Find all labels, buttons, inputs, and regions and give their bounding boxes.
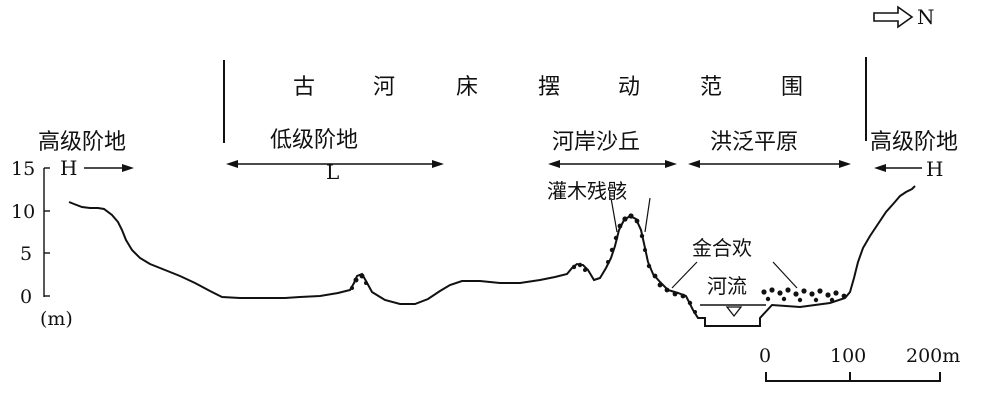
albizia-label: 金合欢 <box>692 236 752 260</box>
range-title-char: 摆 <box>538 75 560 100</box>
mound-vegetation <box>350 262 587 290</box>
shrub-remains-cluster <box>606 213 697 314</box>
albizia-shrubs <box>761 287 847 303</box>
right-high-marker: H <box>926 157 943 181</box>
scale-label: 100 <box>830 345 866 367</box>
shrub-remains-label: 灌木残骸 <box>547 179 627 203</box>
left-high-marker: H <box>60 156 77 180</box>
range-title-char: 河 <box>373 75 395 100</box>
right-high-terrace-label: 高级阶地 <box>870 130 958 155</box>
north-arrow-icon <box>873 5 914 29</box>
terrain-profile-line <box>68 185 916 327</box>
river-label: 河流 <box>707 274 747 298</box>
range-title-char: 范 <box>700 75 722 100</box>
y-tick-label: 0 <box>20 286 32 308</box>
left-high-terrace-label: 高级阶地 <box>38 130 126 155</box>
low-terrace-label: 低级阶地 <box>270 128 358 153</box>
y-tick-label: 15 <box>11 158 35 180</box>
albizia-leader-line <box>772 261 798 289</box>
y-tick-label: 5 <box>20 243 32 265</box>
dune-label: 河岸沙丘 <box>552 130 640 155</box>
low-marker: L <box>326 160 339 184</box>
scale-bar <box>765 372 941 382</box>
y-axis-unit: (m) <box>40 308 73 330</box>
range-title-char: 古 <box>293 75 315 100</box>
range-title-char: 动 <box>618 75 640 100</box>
scale-label: 200m <box>906 345 960 367</box>
water-level-icon <box>725 306 743 318</box>
north-label: N <box>917 5 935 29</box>
shrub-leader-line <box>644 197 651 233</box>
y-tick-label: 10 <box>11 201 35 223</box>
floodplain-label: 洪泛平原 <box>710 130 798 155</box>
y-axis <box>43 167 50 297</box>
shrub-leader-line <box>610 197 618 233</box>
range-title: 古 河 床 摆 动 范 围 <box>293 75 803 100</box>
scale-label: 0 <box>759 345 771 367</box>
range-title-char: 床 <box>456 75 478 100</box>
albizia-leader-line <box>671 261 698 289</box>
zone-arrows <box>84 160 922 172</box>
range-title-char: 围 <box>781 75 803 100</box>
